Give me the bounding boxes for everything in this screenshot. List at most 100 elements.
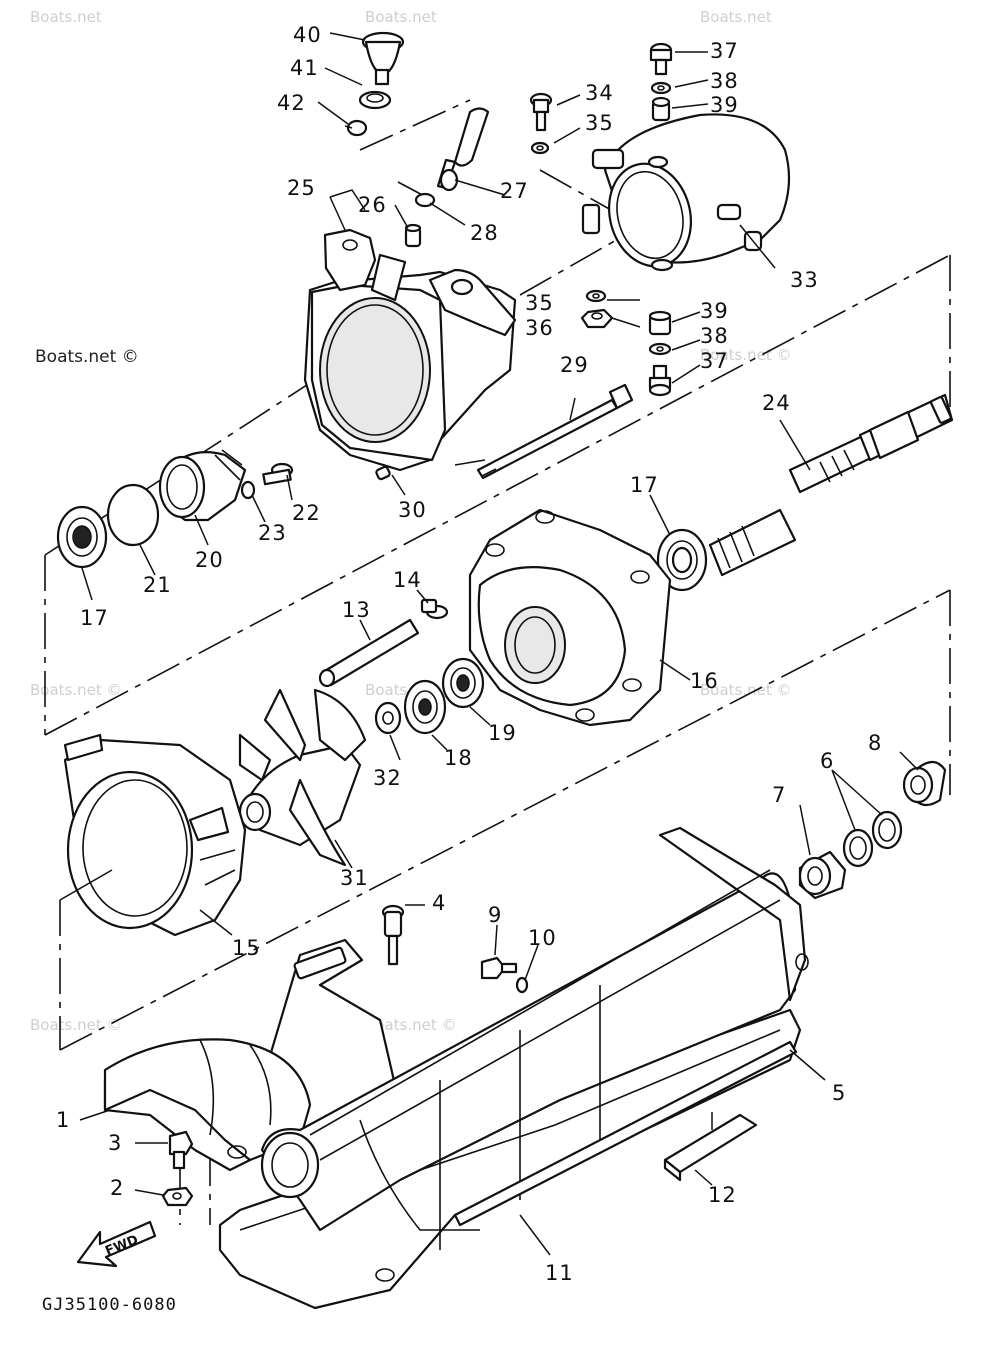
callout-38: 38: [710, 69, 739, 93]
watermark: Boats.net: [700, 8, 772, 26]
part-22-bolt: [262, 462, 294, 486]
part-41-hose-clip: [358, 90, 392, 110]
part-38-washer-upper: [650, 81, 672, 95]
callout-38-b: 38: [700, 324, 729, 348]
part-2-nut: [161, 1186, 194, 1207]
part-36-nut: [580, 308, 614, 329]
part-6-ring-b: [842, 828, 874, 868]
watermark: Boats.net ©: [30, 1016, 122, 1034]
part-14-fitting: [420, 598, 449, 620]
part-13-tube: [318, 618, 420, 688]
part-20-housing: [158, 449, 247, 522]
callout-12: 12: [708, 1183, 737, 1207]
callout-24: 24: [762, 391, 791, 415]
spline-shaft: [708, 508, 797, 577]
part-17-bearing-right: [656, 528, 708, 592]
callout-32: 32: [373, 766, 402, 790]
part-35-washer: [530, 141, 550, 155]
callout-15: 15: [232, 936, 261, 960]
watermark: Boats.net ©: [365, 1016, 457, 1034]
part-18-bearing: [403, 679, 447, 735]
part-37-bolt-upper: [649, 42, 673, 76]
callout-4: 4: [432, 891, 446, 915]
part-39-collar-upper: [651, 96, 671, 122]
part-34-bolt: [529, 92, 553, 132]
callout-1: 1: [56, 1108, 70, 1132]
callout-31: 31: [340, 866, 369, 890]
part-33-nozzle: [581, 113, 791, 272]
callout-6: 6: [820, 749, 834, 773]
part-27-hose: [436, 107, 490, 192]
callout-40: 40: [293, 23, 322, 47]
callout-37: 37: [710, 39, 739, 63]
part-29-long-bolt: [476, 383, 634, 480]
callout-18: 18: [444, 746, 473, 770]
callout-19: 19: [488, 721, 517, 745]
part-11-intake-grate: [218, 826, 809, 1310]
part-42-clamp: [344, 119, 368, 137]
callout-2: 2: [110, 1176, 124, 1200]
callout-25: 25: [287, 176, 316, 200]
callout-37-b: 37: [700, 349, 729, 373]
part-28-clamp: [397, 181, 436, 208]
part-19-bearing: [441, 657, 485, 709]
part-12-spacer: [663, 1113, 758, 1182]
callout-23: 23: [258, 521, 287, 545]
part-35-washer-lower: [585, 289, 607, 303]
callout-33: 33: [790, 268, 819, 292]
callout-26: 26: [358, 193, 387, 217]
callout-35: 35: [585, 111, 614, 135]
watermark-main: Boats.net ©: [35, 347, 139, 367]
part-38-washer-lower: [648, 342, 672, 356]
callout-7: 7: [772, 783, 786, 807]
callout-20: 20: [195, 548, 224, 572]
part-26-fitting: [404, 223, 422, 248]
part-3-bolt: [168, 1130, 194, 1170]
callout-13: 13: [342, 598, 371, 622]
callout-22: 22: [292, 501, 321, 525]
callout-41: 41: [290, 56, 319, 80]
part-24-drive-shaft: [788, 393, 954, 494]
part-8-cap: [902, 760, 947, 807]
watermark: Boats.net ©: [700, 681, 792, 699]
callout-27: 27: [500, 179, 529, 203]
callout-10: 10: [528, 926, 557, 950]
part-6-ring-a: [871, 810, 903, 850]
part-15-intake-housing: [63, 733, 247, 937]
part-30-pin: [375, 465, 391, 481]
part-21-o-ring: [106, 483, 160, 547]
callout-11: 11: [545, 1261, 574, 1285]
callout-35-b: 35: [525, 291, 554, 315]
callout-14: 14: [393, 568, 422, 592]
callout-9: 9: [488, 903, 502, 927]
callout-8: 8: [868, 731, 882, 755]
callout-labels: 40 41 42 37 38 39 34 35 27 25 26 28 33 3…: [56, 23, 882, 1285]
part-7-coupling: [798, 850, 847, 900]
callout-36: 36: [525, 316, 554, 340]
callout-39: 39: [710, 93, 739, 117]
part-40-cap: [361, 31, 405, 86]
callout-30: 30: [398, 498, 427, 522]
part-23-washer: [240, 480, 256, 500]
part-4-fitting: [381, 904, 405, 966]
watermark: Boats.net: [30, 8, 102, 26]
part-10-washer: [515, 976, 529, 994]
callout-5: 5: [832, 1081, 846, 1105]
callout-28: 28: [470, 221, 499, 245]
callout-17-b: 17: [80, 606, 109, 630]
part-39-collar-lower: [648, 310, 672, 336]
watermark: Boats.net: [365, 8, 437, 26]
diagram-code: GJ35100-6080: [42, 1295, 177, 1315]
part-5-seal-strip: [453, 1040, 798, 1227]
watermark: Boats.net ©: [30, 681, 122, 699]
leader-lines: [59, 32, 919, 1256]
callout-3: 3: [108, 1131, 122, 1155]
callout-34: 34: [585, 81, 614, 105]
callout-17: 17: [630, 473, 659, 497]
callout-39-b: 39: [700, 299, 729, 323]
callout-29: 29: [560, 353, 589, 377]
callout-21: 21: [143, 573, 172, 597]
part-32-washer: [374, 701, 402, 735]
assembly-lines: [44, 99, 951, 1225]
